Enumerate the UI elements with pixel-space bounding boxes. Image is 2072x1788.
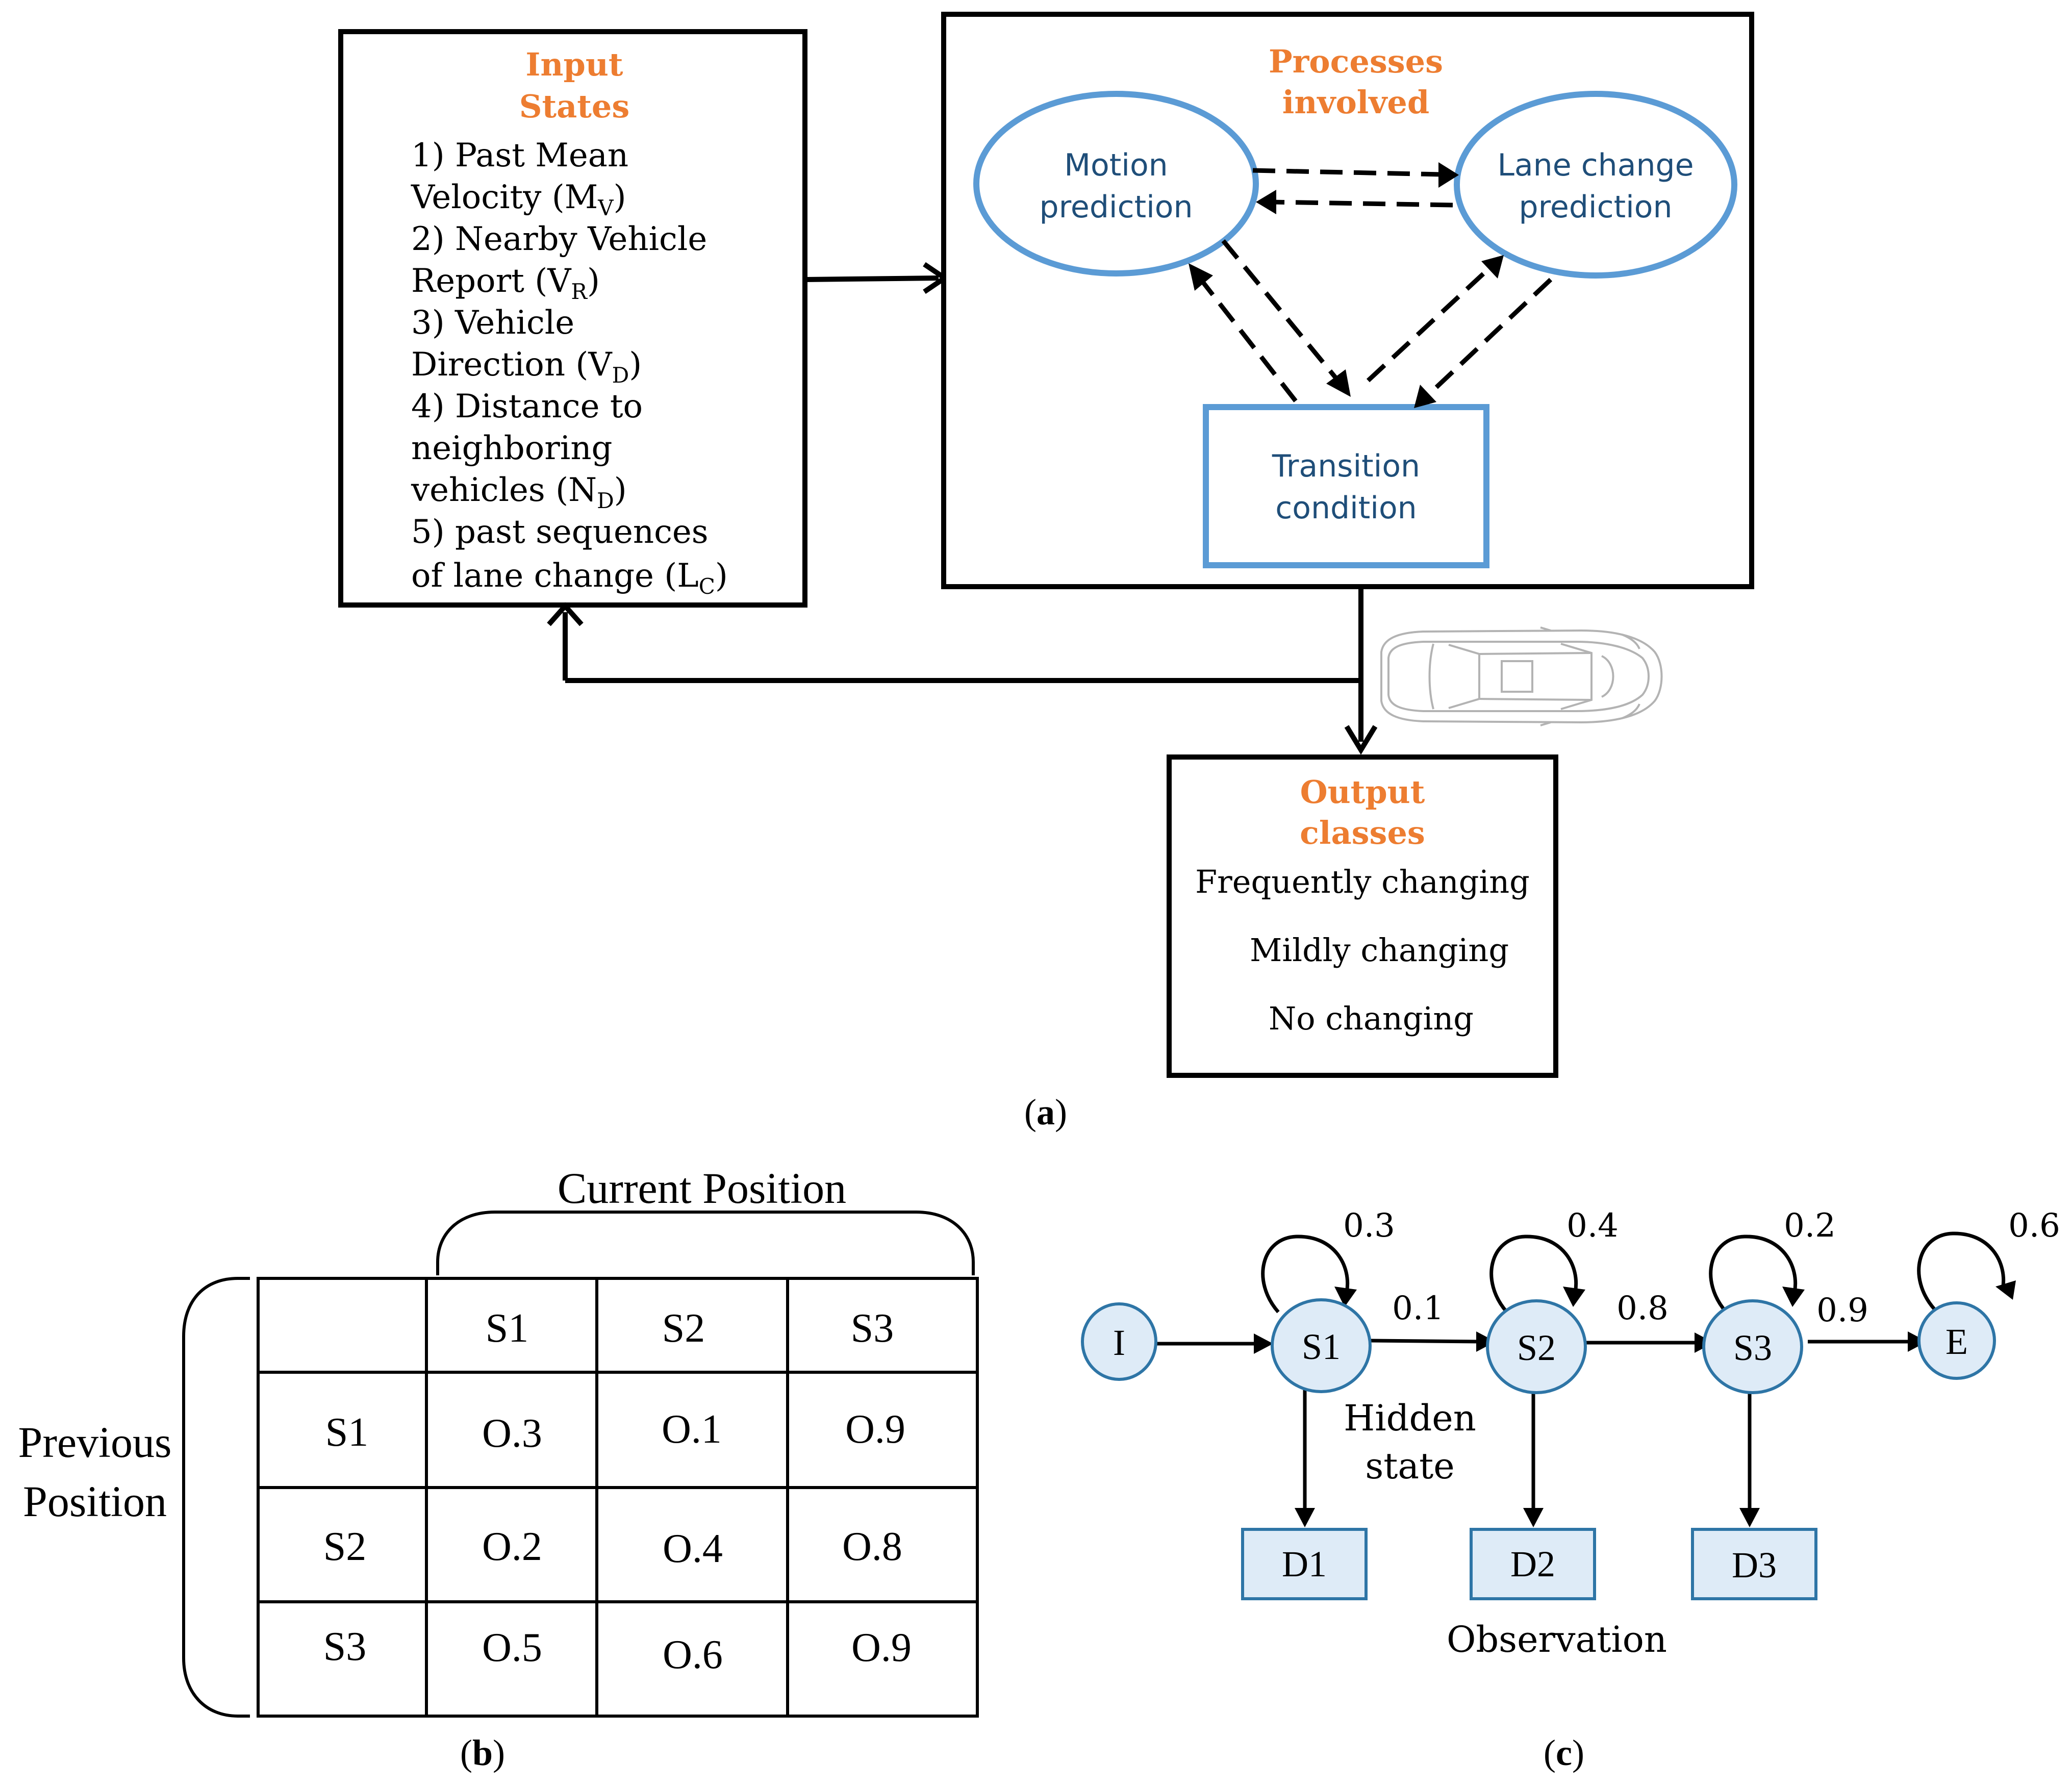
self-loop-heads [1334, 1280, 2016, 1307]
previous-position-label-1: Previous [18, 1418, 172, 1467]
panel-b: Current Position Previous Position S1 S2… [18, 1164, 979, 1773]
observation-box-d1 [1241, 1528, 1368, 1600]
cell-s2-s2: O.4 [663, 1526, 723, 1571]
observation-d2-label: D2 [1510, 1544, 1555, 1584]
input-item-4-line-2: vehicles (ND) [411, 471, 627, 513]
input-item-4-line-1: 4) Distance to [411, 388, 643, 425]
node-s1-label: S1 [1302, 1326, 1341, 1367]
observation-d1-label: D1 [1282, 1544, 1327, 1584]
previous-position-brace [182, 1277, 250, 1718]
output-classes-box: Output classes Frequently changing Mildl… [1167, 754, 1558, 1078]
caption-a: (a) [1024, 1092, 1067, 1132]
lane-change-prediction-ellipse [1454, 91, 1737, 279]
node-start [1081, 1302, 1157, 1381]
output-heading-2: classes [1300, 814, 1425, 851]
col-header-s1: S1 [486, 1306, 529, 1351]
lane-change-prediction-line-2: prediction [1519, 189, 1672, 225]
input-states-box: Input States 1) Past Mean Velocity (MV) … [338, 29, 807, 608]
output-class-3: No changing [1269, 1000, 1474, 1037]
observation-d3-label: D3 [1732, 1545, 1777, 1585]
output-class-2: Mildly changing [1250, 931, 1509, 969]
arrow-input-to-process [804, 262, 949, 294]
node-end [1917, 1301, 1996, 1380]
cell-s1-s2: O.1 [662, 1407, 722, 1452]
input-item-5-line-2: of lane change (LC) [411, 557, 728, 599]
caption-c: (c) [1544, 1732, 1584, 1773]
processes-heading-2: involved [1282, 84, 1429, 121]
trans-prob-s3-end: 0.9 [1816, 1292, 1868, 1329]
input-item-5-line-1: 5) past sequences [411, 513, 709, 551]
panel-c: I S1 S2 S3 E D1 D2 D3 0.3 0.4 0.2 0.6 0.… [1081, 1207, 2060, 1773]
transition-condition-line-1: Transition [1272, 448, 1420, 484]
node-s3-label: S3 [1733, 1327, 1772, 1368]
processes-box: Processes involved Motion prediction Lan… [941, 12, 1754, 589]
panel-a: Input States 1) Past Mean Velocity (MV) … [338, 12, 1754, 1132]
cell-s2-s1: O.2 [482, 1524, 542, 1569]
input-item-4-line-1b: neighboring [411, 430, 613, 467]
node-end-label: E [1945, 1321, 1968, 1362]
previous-position-label-2: Position [23, 1477, 167, 1526]
trans-prob-s1-s2: 0.1 [1392, 1290, 1444, 1327]
observation-box-d2 [1470, 1528, 1596, 1600]
node-s2 [1486, 1299, 1587, 1394]
current-position-brace [436, 1211, 975, 1275]
input-item-3-line-2: Direction (VD) [411, 346, 642, 388]
chain-arrows [1156, 1339, 1914, 1513]
hmm-nodes [1081, 1298, 1996, 1600]
self-prob-s3: 0.2 [1784, 1207, 1836, 1245]
cell-s1-s3: O.9 [845, 1407, 905, 1452]
motion-prediction-line-2: prediction [1039, 189, 1193, 225]
motion-prediction-line-1: Motion [1064, 147, 1168, 183]
transition-table [257, 1277, 979, 1718]
input-item-2-line-2: Report (VR) [411, 262, 600, 304]
node-s3 [1702, 1299, 1803, 1394]
trans-prob-s2-s3: 0.8 [1616, 1290, 1669, 1327]
input-item-1-line-2: Velocity (MV) [411, 179, 626, 220]
transition-condition-line-2: condition [1275, 490, 1417, 526]
node-start-label: I [1113, 1322, 1125, 1363]
feedback-connector [547, 587, 1378, 755]
row-header-s1: S1 [325, 1410, 369, 1455]
observation-label: Observation [1447, 1619, 1667, 1660]
cell-s3-s3: O.9 [851, 1625, 912, 1670]
input-states-heading-2: States [519, 88, 630, 125]
output-class-1: Frequently changing [1195, 863, 1530, 900]
col-header-s2: S2 [662, 1306, 705, 1351]
cell-s1-s1: O.3 [482, 1411, 542, 1456]
hidden-state-label-1: Hidden [1344, 1397, 1476, 1439]
cell-s2-s3: O.8 [842, 1524, 902, 1569]
observation-box-d3 [1691, 1528, 1817, 1600]
self-prob-s1: 0.3 [1343, 1207, 1395, 1245]
cell-s3-s2: O.6 [663, 1632, 723, 1677]
current-position-label: Current Position [558, 1164, 846, 1213]
self-prob-s2: 0.4 [1566, 1207, 1619, 1245]
row-header-s3: S3 [323, 1624, 367, 1669]
caption-b: (b) [460, 1732, 505, 1773]
lane-change-prediction-line-1: Lane change [1497, 147, 1694, 183]
node-s1 [1271, 1298, 1372, 1393]
col-header-s3: S3 [851, 1306, 894, 1351]
dashed-arrow-heads [1189, 162, 1504, 408]
row-header-s2: S2 [323, 1524, 367, 1569]
input-item-1-line-1: 1) Past Mean [411, 137, 628, 174]
car-icon [1380, 626, 1663, 726]
hidden-state-label-2: state [1365, 1445, 1454, 1487]
processes-heading-1: Processes [1269, 43, 1443, 80]
input-item-2-line-1: 2) Nearby Vehicle [411, 220, 707, 258]
cell-s3-s1: O.5 [482, 1625, 542, 1670]
self-loops [1261, 1231, 2005, 1314]
motion-prediction-ellipse [973, 91, 1259, 276]
self-prob-end: 0.6 [2008, 1207, 2060, 1245]
node-s2-label: S2 [1517, 1327, 1556, 1368]
output-heading-1: Output [1300, 773, 1425, 811]
input-item-3-line-1: 3) Vehicle [411, 304, 574, 342]
dashed-arrows [1196, 168, 1553, 402]
input-states-heading-1: Input [525, 46, 623, 83]
transition-condition-box [1203, 404, 1489, 568]
